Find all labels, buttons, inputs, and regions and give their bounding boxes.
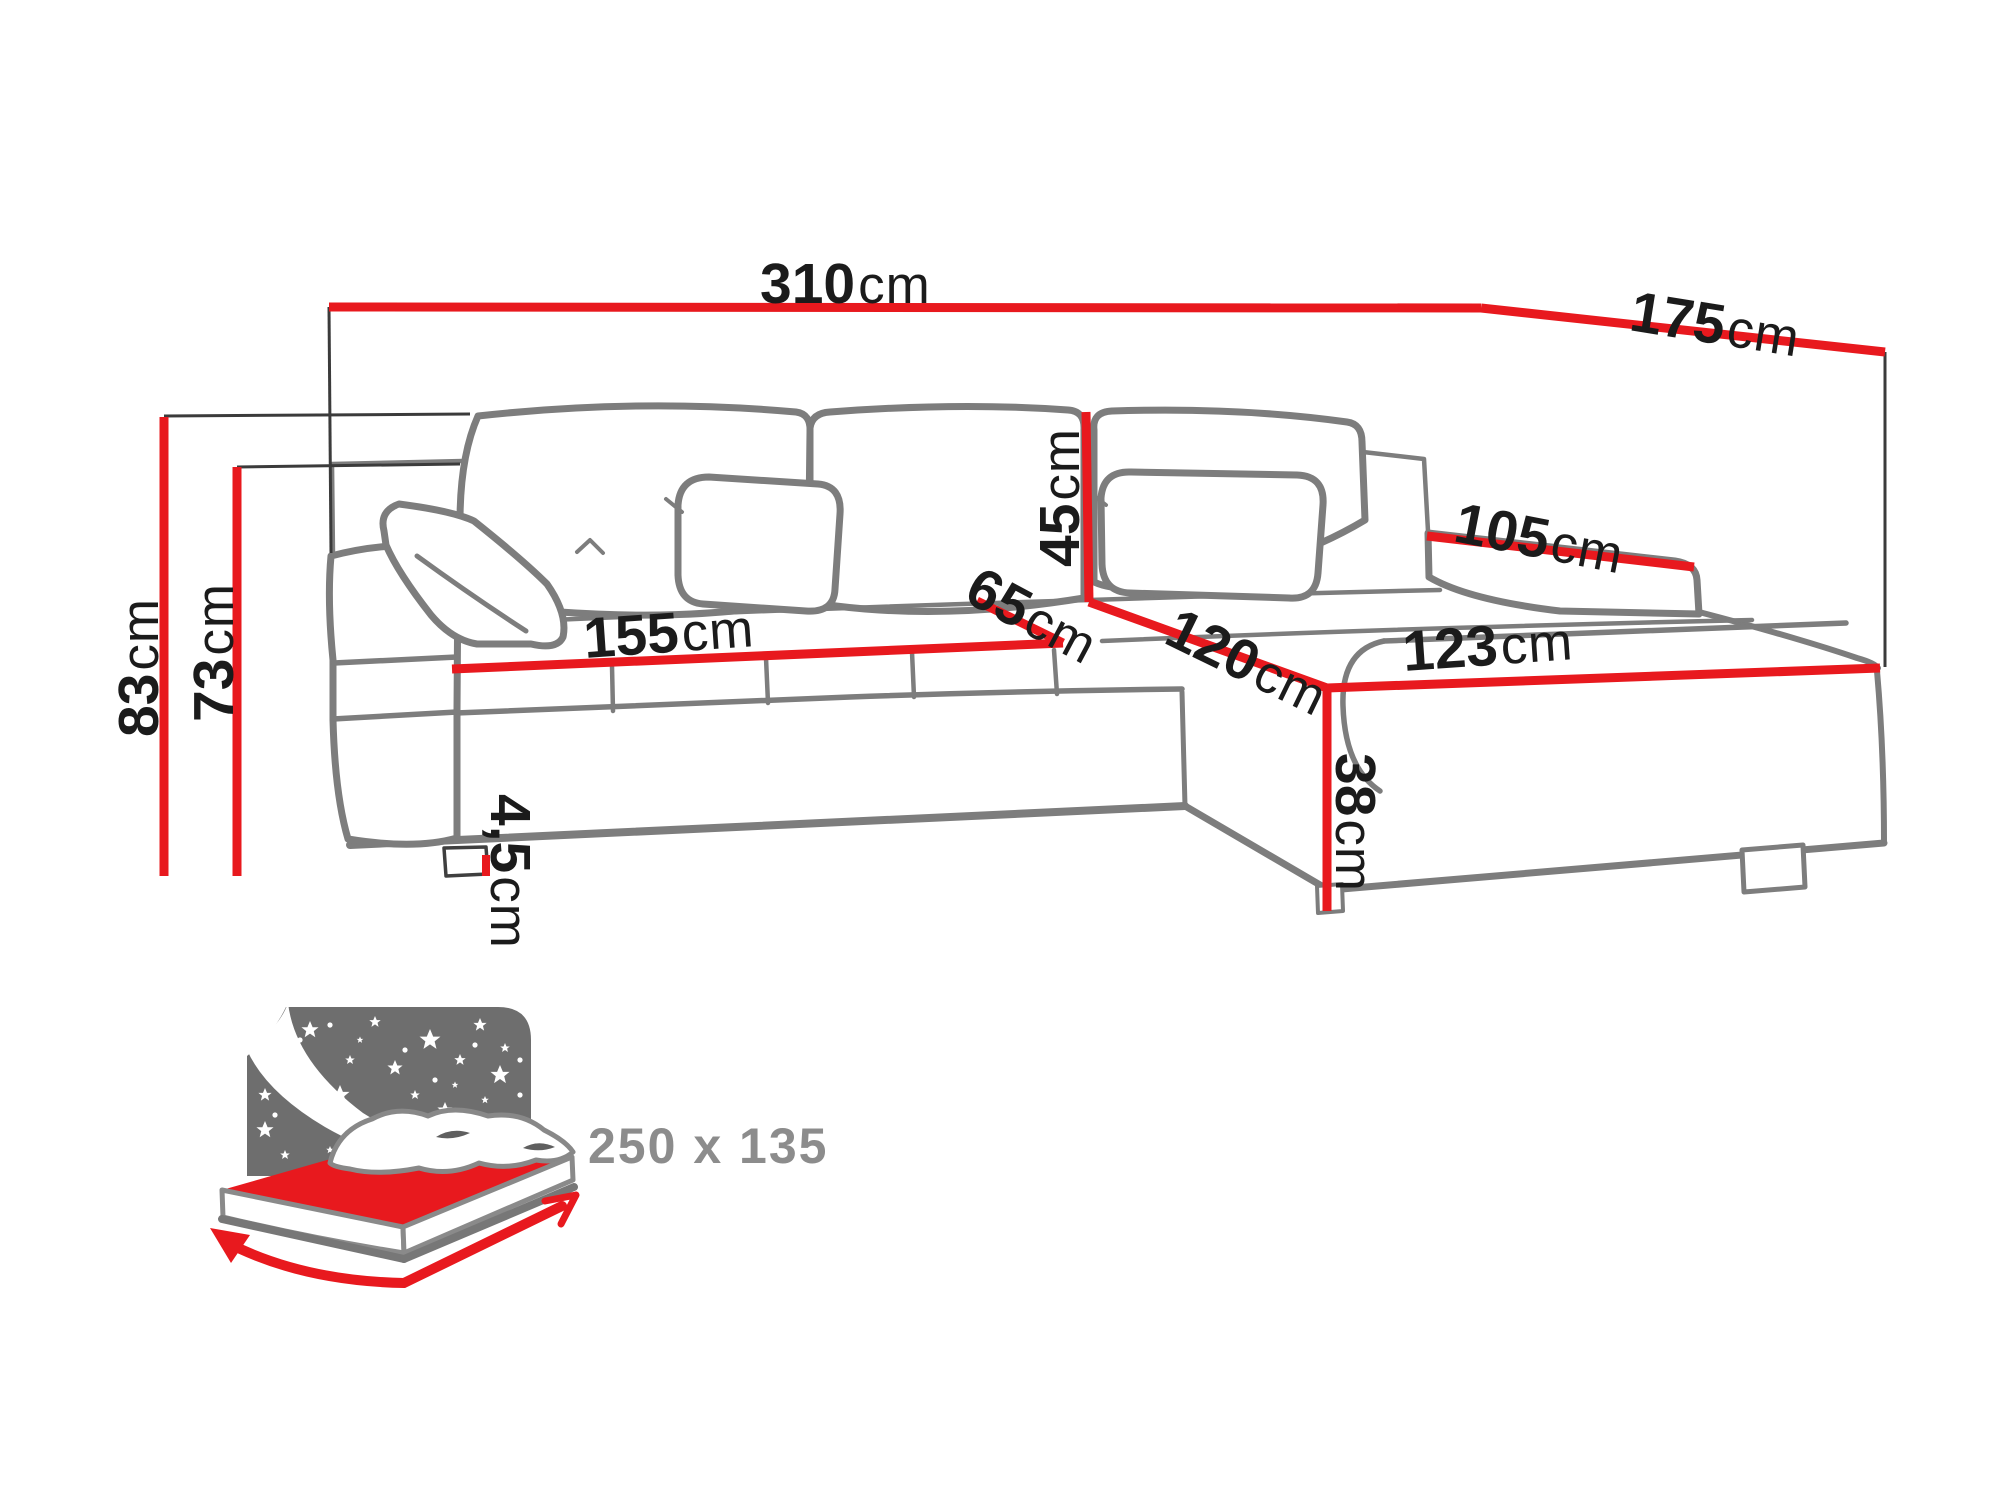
arrow-head-left-icon xyxy=(210,1228,250,1263)
sofa-leg-chaise-right xyxy=(1739,842,1808,895)
backrest-frame-right xyxy=(1360,449,1431,534)
star-dot-icon xyxy=(272,1112,278,1118)
bed-duvet xyxy=(327,1107,576,1175)
height-label: 83cm xyxy=(107,598,171,737)
width-label: 310cm xyxy=(760,252,931,316)
sleeping-function-icon: 250 x 135 xyxy=(210,1003,828,1289)
backrest-frame-left xyxy=(329,458,466,559)
extension-width-left xyxy=(327,306,333,554)
seat-seam-1 xyxy=(609,663,616,714)
bed-size-label: 250 x 135 xyxy=(588,1118,828,1174)
chaise-right-edge xyxy=(1874,668,1887,846)
dimension-line-chaise-length xyxy=(1087,597,1329,693)
dimension-line-back-cushion-height xyxy=(1081,411,1094,603)
dimension-line-armrest-length xyxy=(1426,531,1695,572)
star-dot-icon xyxy=(352,1112,358,1118)
duvet-crease-right xyxy=(523,1143,555,1151)
dimension-line-seat-depth xyxy=(975,596,1065,648)
lumbar-pillow-left-fold xyxy=(664,497,684,514)
dimension-lines xyxy=(159,302,1886,911)
leaning-pillow xyxy=(379,500,568,650)
extension-backrest-top xyxy=(236,462,461,469)
cushion-fold-mark xyxy=(575,538,605,555)
back-cushion-height-label: 45cm xyxy=(1028,428,1092,567)
arrow-head-right-icon xyxy=(541,1191,580,1228)
star-dot-icon xyxy=(307,1082,313,1088)
seat-back-junction-line xyxy=(549,587,1443,623)
chaise-left-bottom-edge xyxy=(1181,802,1331,893)
seat-seam-4 xyxy=(1051,647,1060,697)
extension-lines xyxy=(163,306,1887,667)
chaise-width-label: 123cm xyxy=(1400,608,1575,684)
left-armrest-seam-1 xyxy=(331,654,460,666)
dimension-line-depth xyxy=(1480,303,1886,357)
seat-seam-3 xyxy=(909,649,917,700)
star-dot-icon xyxy=(432,1077,438,1083)
star-dot-icon xyxy=(517,1092,523,1098)
star-dot-icon xyxy=(327,1022,333,1028)
dimension-line-width xyxy=(328,302,1482,313)
lumbar-pillow-right-fold xyxy=(1089,491,1108,507)
seat-height-label: 38cm xyxy=(1323,753,1387,892)
star-dot-icon xyxy=(402,1047,408,1053)
armrest-length-label: 105cm xyxy=(1450,491,1630,586)
bed-size-arrow xyxy=(219,1201,567,1289)
lumbar-pillow-right xyxy=(1097,468,1327,602)
bed-base-left-edge xyxy=(218,1215,408,1263)
seat-front-edge xyxy=(453,686,1185,716)
leg-height-label: 4,5cm xyxy=(478,794,542,949)
star-dot-icon xyxy=(472,1042,478,1048)
dimension-line-chaise-width xyxy=(1326,663,1881,693)
leaning-pillow-crease xyxy=(414,553,529,634)
base-bottom-edge xyxy=(346,802,1189,849)
left-armrest-seam-2 xyxy=(330,709,460,722)
seat-width-label: 155cm xyxy=(581,595,756,671)
dimension-line-seat-width xyxy=(451,638,1064,674)
chaise-left-side-edge xyxy=(1179,689,1188,809)
depth-label: 175cm xyxy=(1626,280,1805,370)
chaise-bolster-top xyxy=(1381,620,1849,644)
duvet-crease-left xyxy=(436,1130,470,1139)
lumbar-pillow-left xyxy=(674,473,844,615)
sofa-drawing xyxy=(325,402,1888,915)
extension-height-top xyxy=(163,412,471,418)
star-dot-icon xyxy=(517,1057,523,1063)
seat-seam-2 xyxy=(763,655,771,706)
mattress-right-face xyxy=(400,1154,576,1256)
chaise-bolster-cap xyxy=(1340,638,1387,794)
backrest-height-label: 73cm xyxy=(182,583,246,722)
star-dot-icon xyxy=(297,1037,303,1043)
